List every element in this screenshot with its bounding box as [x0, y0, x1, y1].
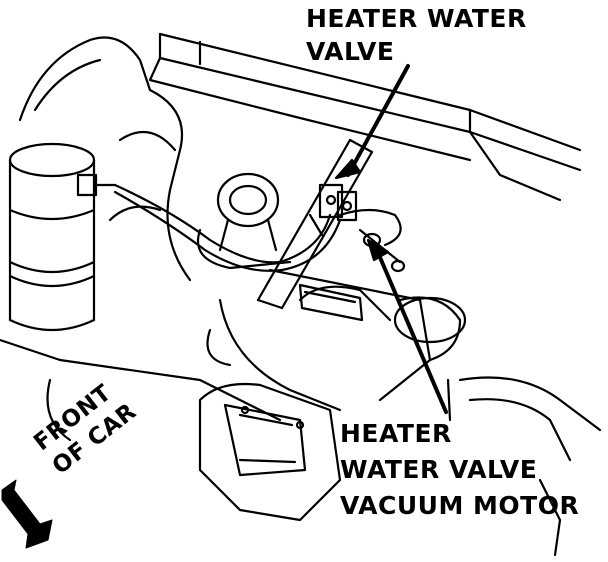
vacuum-canister	[216, 172, 280, 252]
strut-brace	[256, 138, 374, 310]
label-line: VACUUM MOTOR	[340, 491, 580, 520]
arrow-head-motor	[366, 238, 390, 262]
right-side-components	[446, 376, 602, 557]
label-line: HEATER	[340, 419, 452, 448]
label-line: WATER VALVE	[340, 455, 538, 484]
cowl-panel	[148, 32, 582, 202]
heater-valve-assembly	[308, 183, 358, 237]
label-vacuum-motor: HEATER WATER VALVE VACUUM MOTOR	[340, 416, 579, 524]
air-cleaner-plate	[198, 382, 342, 522]
engine-block-outline	[0, 36, 392, 442]
vacuum-hoses	[113, 183, 406, 273]
canister	[8, 142, 117, 332]
front-of-car-arrow	[1, 479, 53, 549]
callout-arrows	[334, 64, 448, 414]
label-heater-water-valve: HEATER WATER VALVE	[306, 2, 527, 68]
arrow-head-valve	[334, 158, 362, 180]
label-line: HEATER WATER	[306, 4, 527, 33]
label-line: VALVE	[306, 37, 395, 66]
intake-manifold	[206, 268, 467, 402]
